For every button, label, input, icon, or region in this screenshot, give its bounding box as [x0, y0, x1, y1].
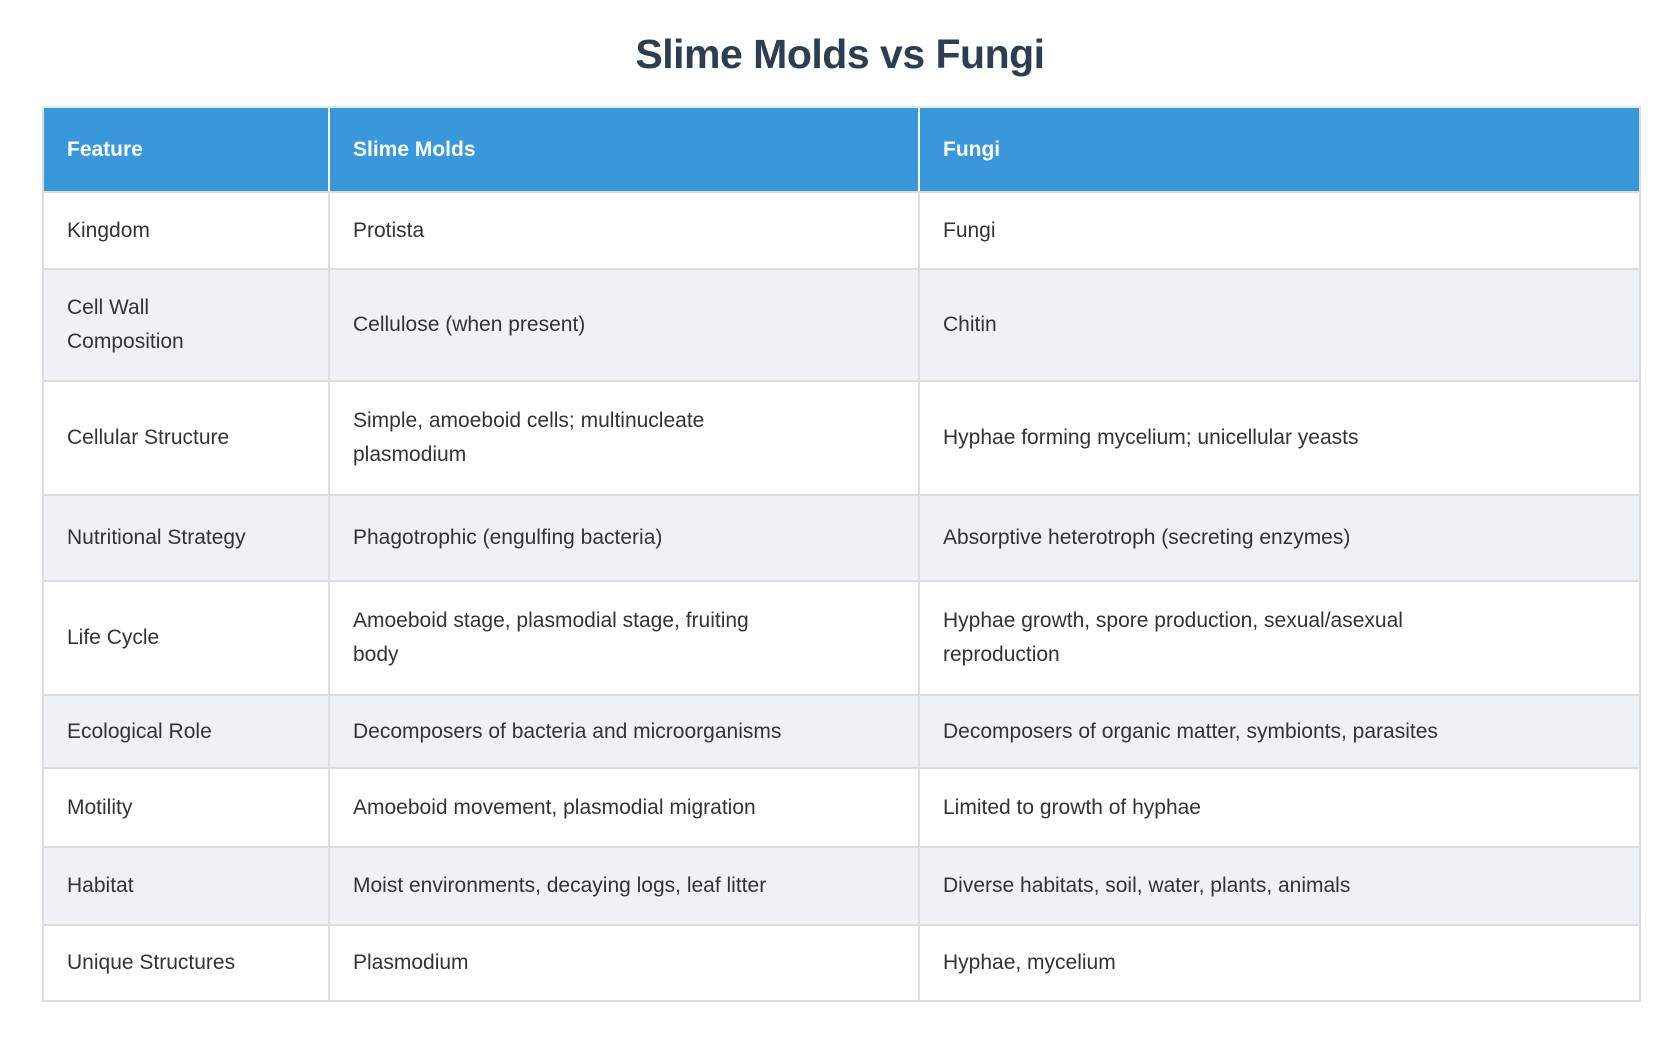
cell-slime-molds: Protista — [328, 191, 920, 270]
cell-slime-molds: Phagotrophic (engulfing bacteria) — [328, 494, 920, 582]
cell-fungi: Chitin — [918, 268, 1641, 382]
page-title: Slime Molds vs Fungi — [635, 31, 1045, 77]
cell-fungi: Fungi — [918, 191, 1641, 270]
table-row: Kingdom Protista Fungi — [42, 191, 1641, 270]
cell-feature: Ecological Role — [42, 694, 330, 769]
table-row: Ecological Role Decomposers of bacteria … — [42, 694, 1641, 769]
table-row: Unique Structures Plasmodium Hyphae, myc… — [42, 924, 1641, 1002]
table-row: Nutritional Strategy Phagotrophic (engul… — [42, 494, 1641, 582]
column-header-fungi: Fungi — [918, 106, 1641, 193]
comparison-table: Feature Slime Molds Fungi Kingdom Protis… — [42, 106, 1641, 1002]
cell-slime-molds: Simple, amoeboid cells; multinucleate pl… — [328, 380, 920, 496]
cell-fungi: Hyphae, mycelium — [918, 924, 1641, 1002]
cell-feature: Cell Wall Composition — [42, 268, 330, 382]
cell-feature: Nutritional Strategy — [42, 494, 330, 582]
table-header-row: Feature Slime Molds Fungi — [42, 106, 1641, 193]
cell-slime-molds: Plasmodium — [328, 924, 920, 1002]
cell-slime-molds: Moist environments, decaying logs, leaf … — [328, 846, 920, 926]
cell-fungi: Decomposers of organic matter, symbionts… — [918, 694, 1641, 769]
cell-feature: Unique Structures — [42, 924, 330, 1002]
table-row: Cellular Structure Simple, amoeboid cell… — [42, 380, 1641, 496]
cell-slime-molds: Decomposers of bacteria and microorganis… — [328, 694, 920, 769]
cell-feature: Habitat — [42, 846, 330, 926]
cell-fungi: Hyphae growth, spore production, sexual/… — [918, 580, 1641, 696]
cell-fungi: Limited to growth of hyphae — [918, 767, 1641, 848]
table-row: Habitat Moist environments, decaying log… — [42, 846, 1641, 926]
cell-slime-molds: Amoeboid movement, plasmodial migration — [328, 767, 920, 848]
cell-fungi: Absorptive heterotroph (secreting enzyme… — [918, 494, 1641, 582]
column-header-slime-molds: Slime Molds — [328, 106, 919, 193]
cell-feature: Cellular Structure — [42, 380, 330, 496]
table-row: Motility Amoeboid movement, plasmodial m… — [42, 767, 1641, 848]
cell-feature: Kingdom — [42, 191, 330, 270]
cell-feature: Life Cycle — [42, 580, 330, 696]
column-header-feature: Feature — [42, 106, 329, 193]
table-row: Cell Wall Composition Cellulose (when pr… — [42, 268, 1641, 382]
table-row: Life Cycle Amoeboid stage, plasmodial st… — [42, 580, 1641, 696]
cell-fungi: Hyphae forming mycelium; unicellular yea… — [918, 380, 1641, 496]
cell-slime-molds: Cellulose (when present) — [328, 268, 920, 382]
cell-fungi: Diverse habitats, soil, water, plants, a… — [918, 846, 1641, 926]
cell-feature: Motility — [42, 767, 330, 848]
cell-slime-molds: Amoeboid stage, plasmodial stage, fruiti… — [328, 580, 920, 696]
